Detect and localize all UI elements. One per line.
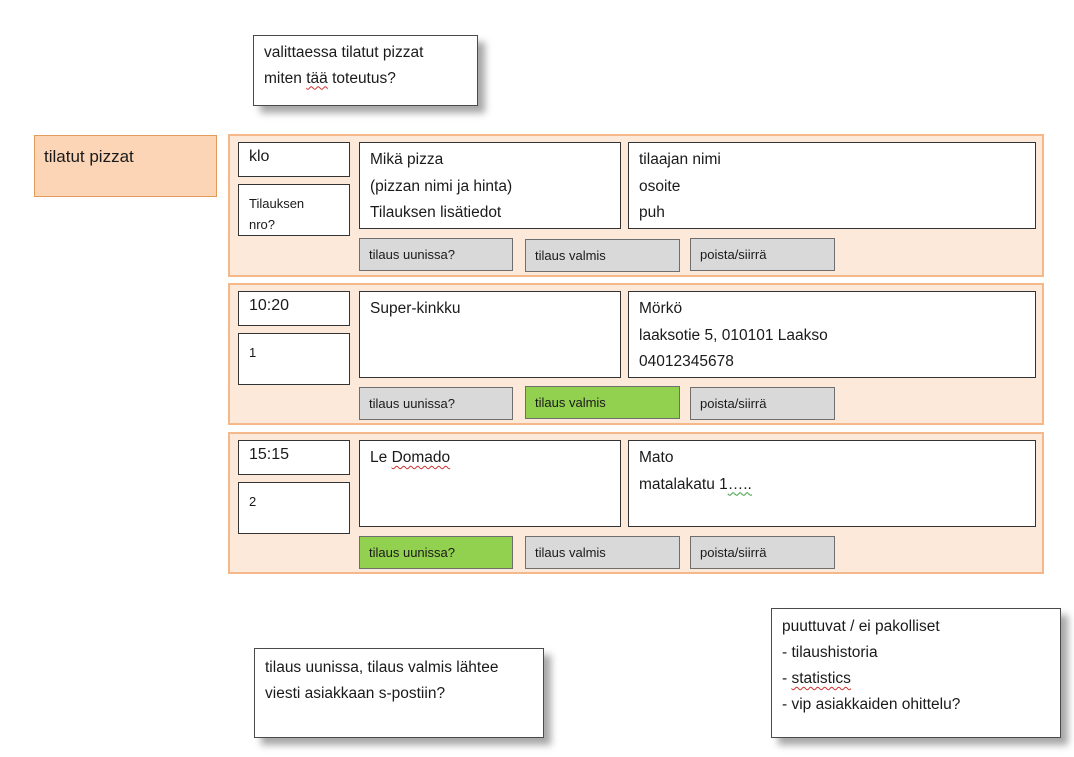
order-row: 10:20 1 Super-kinkku Mörkö laaksotie 5, … (228, 283, 1044, 425)
customer-address-text: matalakatu 1 (639, 475, 728, 493)
in-oven-button[interactable]: tilaus uunissa? (359, 387, 513, 420)
delete-move-button[interactable]: poista/siirrä (690, 536, 835, 569)
time-header: klo (238, 142, 350, 177)
customer-info: Mato matalakatu 1….. (628, 440, 1036, 527)
delete-move-button[interactable]: poista/siirrä (690, 238, 835, 271)
list-item-text: - (782, 670, 792, 687)
list-item: - tilaushistoria (782, 644, 878, 661)
pizza-name: Super-kinkku (359, 291, 621, 378)
pizza-header-line: (pizzan nimi ja hinta) (370, 177, 513, 195)
customer-phone: 04012345678 (639, 353, 734, 370)
pizza-header-line: Mikä pizza (370, 151, 444, 168)
note-email-notification: tilaus uunissa, tilaus valmis lähtee vie… (254, 648, 544, 738)
note-missing-features: puuttuvat / ei pakolliset - tilaushistor… (771, 608, 1061, 738)
pizza-header-line: Tilauksen lisätiedot (370, 204, 502, 221)
pizza-name: Le Domado (359, 440, 621, 527)
note-text: miten (264, 69, 307, 87)
customer-address: laaksotie 5, 010101 Laakso (639, 326, 828, 344)
customer-name: Mato (639, 449, 674, 466)
note-implementation-question: valittaessa tilatut pizzat miten tää tot… (253, 35, 478, 106)
note-line: tilaus uunissa, tilaus valmis lähtee (265, 659, 499, 676)
list-item: - vip asiakkaiden ohittelu? (782, 696, 961, 713)
spellcheck-flagged-word: statistics (791, 670, 851, 687)
order-number: 1 (238, 333, 350, 385)
order-time: 10:20 (238, 291, 350, 326)
order-number-header: Tilauksen nro? (238, 184, 350, 236)
spellcheck-flagged-word: Domado (391, 449, 451, 466)
pizza-info-header: Mikä pizza (pizzan nimi ja hinta) Tilauk… (359, 142, 621, 229)
note-line: viesti asiakkaan s-postiin? (265, 684, 446, 702)
order-time: 15:15 (238, 440, 350, 475)
ready-button[interactable]: tilaus valmis (525, 536, 680, 569)
customer-header-line: tilaajan nimi (639, 151, 721, 168)
note-heading: puuttuvat / ei pakolliset (782, 618, 940, 635)
order-row: 15:15 2 Le Domado Mato matalakatu 1….. t… (228, 432, 1044, 574)
ready-button[interactable]: tilaus valmis (525, 239, 680, 272)
customer-header-line: osoite (639, 177, 681, 195)
ready-button[interactable]: tilaus valmis (525, 386, 680, 419)
pizza-name-text: Le (370, 449, 392, 466)
note-line: valittaessa tilatut pizzat (264, 44, 424, 61)
note-line: miten tää toteutus? (264, 66, 467, 92)
order-header-row: klo Tilauksen nro? Mikä pizza (pizzan ni… (228, 134, 1044, 277)
customer-header-line: puh (639, 204, 665, 221)
customer-info-header: tilaajan nimi osoite puh (628, 142, 1036, 229)
grammar-flagged-text: ….. (727, 475, 752, 493)
order-number: 2 (238, 482, 350, 534)
order-number-header-line: Tilauksen (249, 196, 305, 211)
page-title: tilatut pizzat (34, 135, 217, 197)
customer-address: matalakatu 1….. (639, 472, 1025, 499)
delete-move-button[interactable]: poista/siirrä (690, 387, 835, 420)
in-oven-button[interactable]: tilaus uunissa? (359, 238, 513, 271)
order-number-header-line: nro? (249, 217, 276, 232)
customer-name: Mörkö (639, 300, 683, 317)
in-oven-button[interactable]: tilaus uunissa? (359, 536, 513, 569)
customer-info: Mörkö laaksotie 5, 010101 Laakso 0401234… (628, 291, 1036, 378)
spellcheck-flagged-word: tää (306, 69, 328, 87)
list-item: - statistics (782, 666, 1050, 692)
note-text: toteutus? (327, 69, 396, 87)
